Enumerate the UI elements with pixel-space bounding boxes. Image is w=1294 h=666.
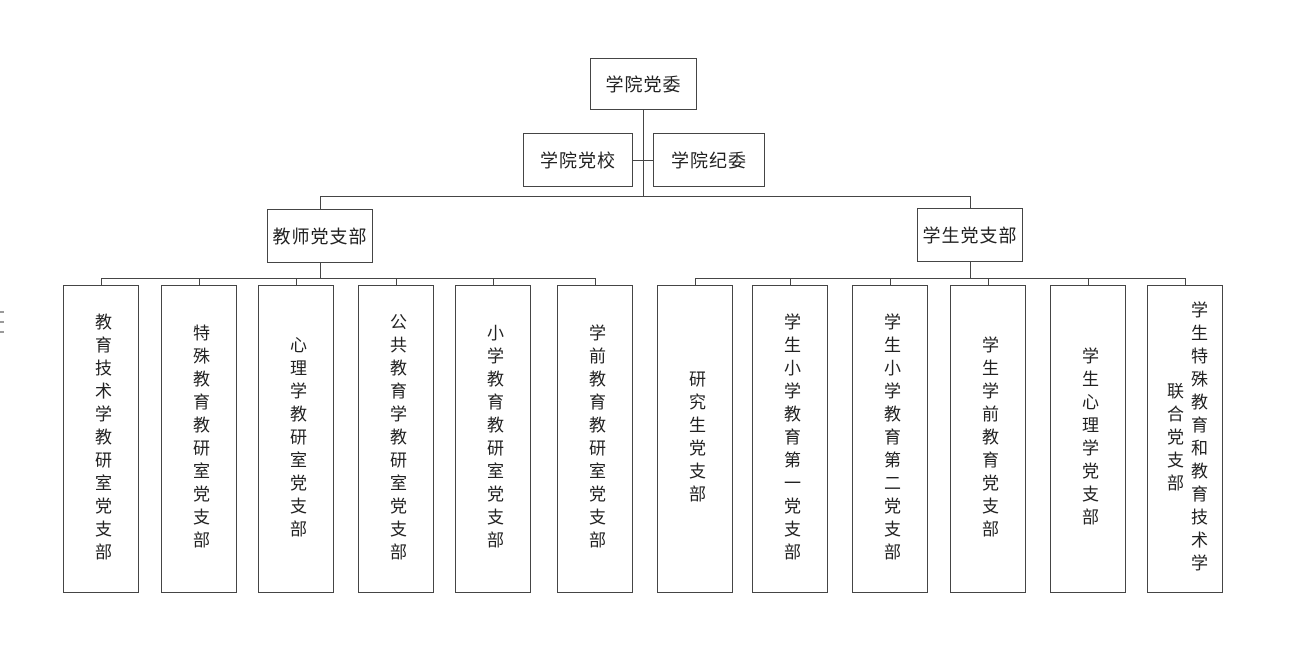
node-special-edu-teaching-office-branch: 特殊教育教研室党支部 xyxy=(161,285,237,593)
connector-leaf-drop xyxy=(1088,278,1089,286)
node-label: 学前教育教研室党支部 xyxy=(586,324,605,554)
node-label: 学生小学教育第二党支部 xyxy=(881,312,900,566)
left-edge-marks xyxy=(0,311,4,341)
connector-level2-stub xyxy=(633,160,653,161)
node-label: 学院纪委 xyxy=(671,151,747,171)
node-label: 学生党支部 xyxy=(922,226,1018,246)
connector-leaf-drop xyxy=(595,278,596,286)
connector-leaf-drop xyxy=(695,278,696,286)
node-teacher-party-branch: 教师党支部 xyxy=(267,209,373,263)
connector-leaf-drop xyxy=(101,278,102,286)
node-label: 学院党校 xyxy=(540,151,616,171)
node-label: 学生特殊教育和教育技术学 联合党支部 xyxy=(1164,301,1207,577)
node-label: 公共教育学教研室党支部 xyxy=(387,312,406,566)
node-student-psychology-branch: 学生心理学党支部 xyxy=(1050,285,1126,593)
node-label: 学生小学教育第一党支部 xyxy=(781,312,800,566)
connector-leaf-drop xyxy=(296,278,297,286)
connector-leaf-drop xyxy=(890,278,891,286)
edge-mark xyxy=(0,321,4,323)
connector-teacher-distributor xyxy=(101,278,596,279)
node-label: 小学教育教研室党支部 xyxy=(484,324,503,554)
connector-leaf-drop xyxy=(396,278,397,286)
node-edu-tech-teaching-office-branch: 教育技术学教研室党支部 xyxy=(63,285,139,593)
connector-leaf-drop xyxy=(988,278,989,286)
node-public-edu-teaching-office-branch: 公共教育学教研室党支部 xyxy=(358,285,434,593)
edge-mark xyxy=(0,331,4,333)
node-label: 心理学教研室党支部 xyxy=(287,335,306,543)
node-college-party-school: 学院党校 xyxy=(523,133,633,187)
node-psychology-teaching-office-branch: 心理学教研室党支部 xyxy=(258,285,334,593)
node-label: 学生学前教育党支部 xyxy=(979,335,998,543)
connector-drop-student-branch xyxy=(970,196,971,208)
node-student-primary-edu-second-branch: 学生小学教育第二党支部 xyxy=(852,285,928,593)
node-label: 学院党委 xyxy=(605,75,682,95)
node-graduate-student-branch: 研究生党支部 xyxy=(657,285,733,593)
connector-leaf-drop xyxy=(790,278,791,286)
connector-main-distributor xyxy=(320,196,971,197)
node-student-preschool-edu-branch: 学生学前教育党支部 xyxy=(950,285,1026,593)
node-label: 学生心理学党支部 xyxy=(1079,347,1098,531)
node-preschool-edu-teaching-office-branch: 学前教育教研室党支部 xyxy=(557,285,633,593)
node-student-primary-edu-first-branch: 学生小学教育第一党支部 xyxy=(752,285,828,593)
connector-teacher-trunk xyxy=(320,263,321,278)
node-student-special-edu-tech-joint-branch: 学生特殊教育和教育技术学 联合党支部 xyxy=(1147,285,1223,593)
node-label: 特殊教育教研室党支部 xyxy=(190,324,209,554)
node-label: 教育技术学教研室党支部 xyxy=(92,312,111,566)
connector-leaf-drop xyxy=(1185,278,1186,286)
edge-mark xyxy=(0,311,4,313)
node-label: 研究生党支部 xyxy=(686,370,705,508)
connector-student-trunk xyxy=(970,262,971,278)
connector-leaf-drop xyxy=(493,278,494,286)
connector-drop-teacher-branch xyxy=(320,196,321,209)
node-college-party-committee: 学院党委 xyxy=(590,58,697,110)
connector-leaf-drop xyxy=(199,278,200,286)
node-student-party-branch: 学生党支部 xyxy=(917,208,1023,262)
node-label: 教师党支部 xyxy=(272,227,368,247)
node-primary-edu-teaching-office-branch: 小学教育教研室党支部 xyxy=(455,285,531,593)
node-college-discipline-committee: 学院纪委 xyxy=(653,133,765,187)
connector-root-trunk xyxy=(643,110,644,197)
connector-student-distributor xyxy=(695,278,1186,279)
